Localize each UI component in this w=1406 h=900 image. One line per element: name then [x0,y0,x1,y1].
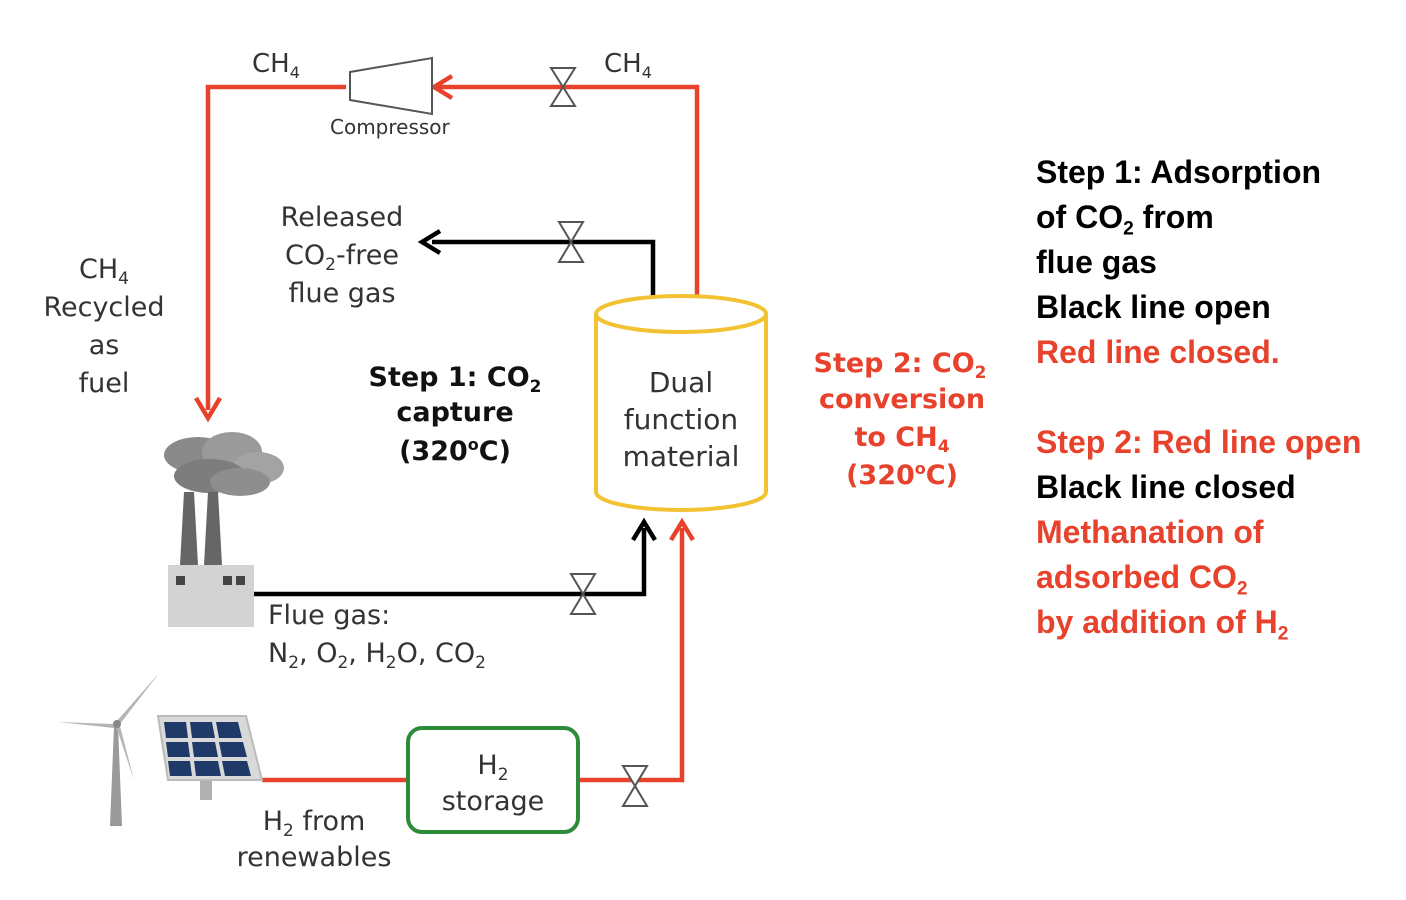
red-line-h2-feed [262,528,685,783]
arrow-head-black-left [417,229,442,255]
label-h2-storage-1: H2 [477,750,508,785]
legend-line-7: Black line closed [1036,469,1296,505]
label-h2-storage-2: storage [442,786,545,817]
label-h2-from-2: renewables [237,842,392,873]
legend-line-4: Black line open [1036,289,1271,325]
label-flue-gas-2: N2, O2, H2O, CO2 [268,638,486,673]
legend-line-9: adsorbed CO2 [1036,559,1248,600]
label-recycled-1: CH4 [79,254,129,289]
factory-icon [164,432,284,627]
label-step2-4: (320oC) [846,459,958,491]
legend-line-1: Step 1: Adsorption [1036,154,1322,190]
compressor-icon [349,56,433,116]
label-step1-1: Step 1: CO2 [369,362,542,397]
label-step2-2: conversion [819,384,985,415]
wind-turbine-icon [58,672,160,826]
label-recycled-3: as [89,330,120,361]
label-compressor: Compressor [330,115,451,139]
label-ch4-top-left: CH4 [252,49,300,82]
process-diagram: CH4 CH4 Compressor Released CO2-free flu… [43,49,987,873]
label-released-2: CO2-free [285,240,399,275]
legend-line-6: Step 2: Red line open [1036,424,1362,460]
h2-storage-box [406,726,580,834]
valve-icon-top [549,67,577,107]
legend-line-3: flue gas [1036,244,1157,280]
valve-icon-flue [569,573,597,615]
label-ch4-top-right: CH4 [604,49,652,82]
dual-function-material-vessel [594,294,768,512]
valve-icon-h2 [621,765,649,807]
legend-line-8: Methanation of [1036,514,1264,550]
legend-spacer [1036,375,1396,420]
label-step1-3: (320oC) [399,435,511,467]
label-recycled-2: Recycled [43,292,164,323]
label-dfm-2: function [624,403,738,436]
arrow-head-red-down [194,396,222,423]
label-released-3: flue gas [288,278,395,309]
valve-icon-released [557,221,585,263]
label-step2-1: Step 2: CO2 [814,348,987,383]
label-dfm-3: material [623,440,740,473]
arrow-head-black-up [631,517,657,542]
black-line-flue-gas [254,528,647,597]
label-recycled-4: fuel [79,368,130,399]
label-flue-gas-1: Flue gas: [268,600,390,631]
arrow-head-red-top [429,74,454,100]
arrow-head-red-up [669,517,695,542]
label-released-1: Released [281,202,404,233]
label-dfm-1: Dual [649,366,713,399]
legend-line-5: Red line closed. [1036,334,1280,370]
label-step2-3: to CH4 [854,422,949,457]
label-step1-2: capture [396,397,513,428]
solar-panel-icon [156,715,264,800]
legend-line-10: by addition of H2 [1036,604,1289,645]
legend-line-2: of CO2 from [1036,199,1214,240]
legend-text: Step 1: Adsorption of CO2 from flue gas … [1036,150,1396,645]
black-line-released [432,239,656,296]
label-h2-from-1: H2 from [263,806,366,841]
red-line-ch4-recycle [205,84,700,410]
